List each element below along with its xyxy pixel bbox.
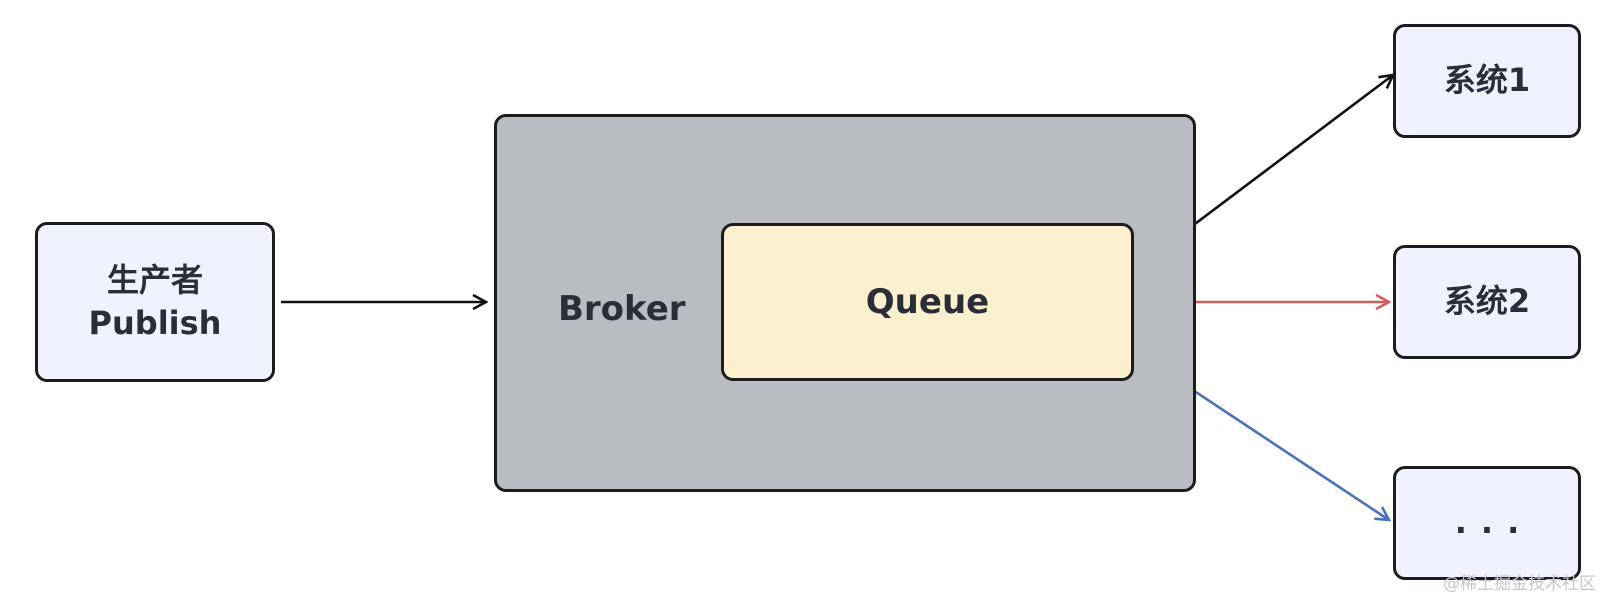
producer-subtitle: Publish	[88, 304, 222, 342]
producer-title: 生产者	[106, 260, 203, 299]
queue-node: Queue	[721, 223, 1134, 381]
consumer-label: 系统2	[1443, 282, 1531, 321]
consumer-node-system2: 系统2	[1393, 245, 1581, 359]
producer-node: 生产者 Publish	[35, 222, 275, 382]
consumer-label: ...	[1454, 503, 1534, 542]
consumer-label: 系统1	[1443, 61, 1531, 100]
queue-label: Queue	[865, 282, 990, 322]
consumer-node-system1: 系统1	[1393, 24, 1581, 138]
watermark: @稀土掘金技术社区	[1443, 574, 1596, 594]
consumer-node-more: ...	[1393, 466, 1581, 580]
broker-label: Broker	[558, 289, 686, 329]
